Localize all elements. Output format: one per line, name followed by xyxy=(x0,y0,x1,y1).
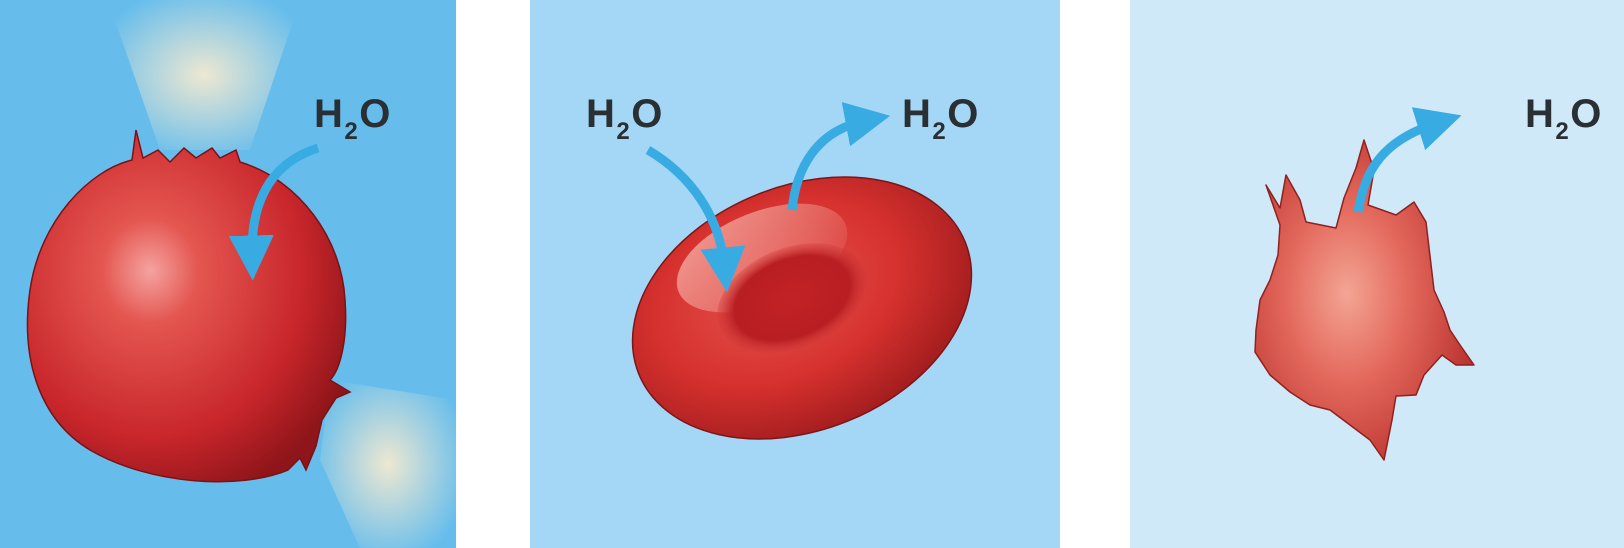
water-in-arrow-icon xyxy=(645,146,746,293)
h2o-label-in: H2O xyxy=(314,92,391,145)
cytoplasm-spray-top xyxy=(108,0,300,150)
hypertonic-illustration xyxy=(1130,0,1624,548)
shriveled-cell-icon xyxy=(1254,139,1475,461)
panel-hypertonic: H2O xyxy=(1130,0,1624,548)
water-out-arrow-icon xyxy=(1353,107,1462,213)
h2o-label-out: H2O xyxy=(1525,92,1602,145)
rbc-center-dimple xyxy=(717,243,867,353)
water-out-arrow-icon xyxy=(787,102,891,211)
water-in-arrow-icon xyxy=(228,143,320,281)
cytoplasm-spray-bottom xyxy=(320,380,456,548)
h2o-label-out: H2O xyxy=(902,92,979,145)
h2o-label-in: H2O xyxy=(586,92,663,145)
isotonic-illustration xyxy=(530,0,1060,548)
panel-isotonic: H2O H2O xyxy=(530,0,1060,548)
burst-cell-icon xyxy=(26,129,352,483)
hypotonic-illustration xyxy=(0,0,456,548)
panel-hypotonic: H2O xyxy=(0,0,456,548)
